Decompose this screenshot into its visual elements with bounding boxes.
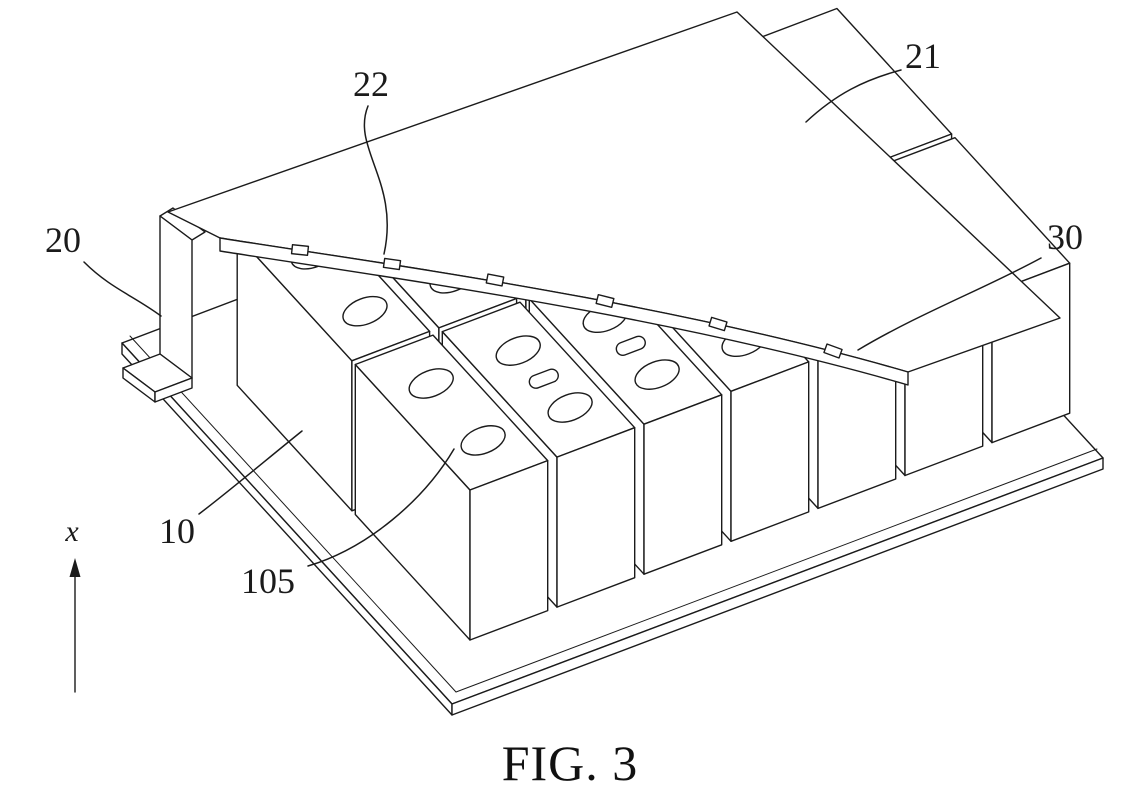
base-inner-line-left: [129, 335, 457, 693]
flange-tab: [823, 343, 843, 359]
bracket-front-face: [159, 215, 193, 379]
x-axis-arrowhead: [69, 558, 81, 577]
vent-pill: [615, 335, 646, 357]
label-21: 21: [905, 36, 941, 76]
flange-tab: [382, 257, 402, 271]
terminal-ellipse: [495, 335, 541, 366]
leader-line-20: [83, 261, 162, 317]
terminal-ellipse: [634, 359, 680, 390]
curved-flange-band: [219, 237, 909, 386]
ref-labels: 20 22 21 30 10 105: [45, 36, 1083, 601]
cover-plate: [167, 11, 1061, 386]
cell-front-face: [643, 394, 723, 575]
label-105: 105: [241, 561, 295, 601]
cell-row-front: [354, 136, 1071, 641]
leader-line-10: [198, 430, 303, 515]
leader-lines: [83, 69, 1042, 567]
leader-line-21: [805, 69, 902, 123]
flange-tabs: [290, 243, 843, 359]
flange-tab: [290, 243, 310, 257]
figure-caption: FIG. 3: [502, 735, 639, 791]
label-30: 30: [1047, 217, 1083, 257]
leader-line-22: [363, 105, 389, 255]
cell-front-face: [469, 459, 549, 641]
vent-pill: [528, 368, 559, 389]
terminal-ellipse: [547, 392, 593, 423]
flange-tab: [708, 316, 728, 332]
label-22: 22: [353, 64, 389, 104]
bracket-foot-edge-right: [154, 377, 193, 403]
flange-tab: [595, 293, 615, 309]
cell-front-face: [730, 361, 810, 542]
base-edge-right: [451, 457, 1104, 716]
leader-line-30: [857, 257, 1042, 351]
mounting-bracket: [122, 207, 206, 403]
terminal-ellipse: [342, 295, 388, 327]
x-axis-label: x: [64, 515, 79, 548]
leader-line-105: [307, 448, 455, 567]
label-20: 20: [45, 220, 81, 260]
flange-tab: [485, 273, 505, 287]
label-10: 10: [159, 511, 195, 551]
terminal-ellipse: [408, 368, 454, 399]
x-axis: x: [64, 515, 81, 693]
terminal-ellipse: [460, 425, 506, 456]
cell-front-face: [556, 427, 636, 608]
base-inner-line-right: [455, 448, 1098, 693]
